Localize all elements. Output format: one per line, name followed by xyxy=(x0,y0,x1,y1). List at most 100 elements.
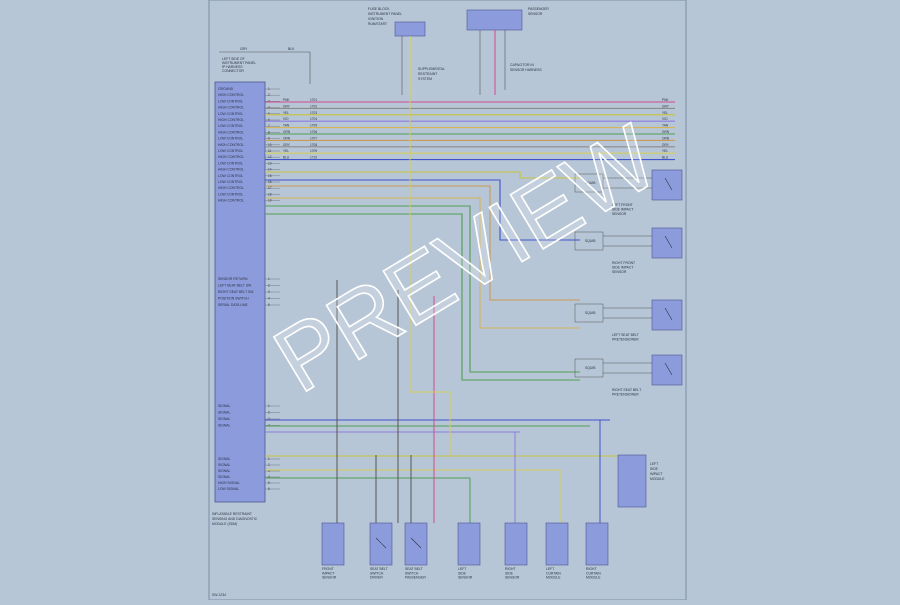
squib-symbol xyxy=(664,362,673,376)
bottom-component-label: SIDE xyxy=(505,571,514,575)
wire-color-label: GRN xyxy=(283,130,291,134)
sdm-pin-label: HIGH CONTROL xyxy=(218,155,244,159)
sdm-pin-label: HIGH CONTROL xyxy=(218,130,244,134)
big-right-label-2: SIDE xyxy=(650,467,659,471)
wire-color-label: GRY xyxy=(283,143,291,147)
squib-symbol xyxy=(664,235,673,249)
note-left-wire-2: BLK xyxy=(288,47,295,51)
sdm-pin-label: HIGH CONTROL xyxy=(218,93,244,97)
sdm-module-body xyxy=(214,81,266,503)
bottom-component-box xyxy=(585,522,609,566)
note-mid-3: SYSTEM xyxy=(418,77,432,81)
bottom-component-label: SWITCH xyxy=(405,571,419,575)
sdm-caption-line-1: INFLATABLE RESTRAINT xyxy=(212,512,252,516)
bottom-component-label: CURTAIN xyxy=(546,571,561,575)
note-center-b-1: IGNITION xyxy=(368,17,384,21)
wire-color-label-right: GRY xyxy=(662,104,670,108)
sdm-pin-label: HIGH CONTROL xyxy=(218,168,244,172)
note-right-a-1: PASSENGER xyxy=(528,7,549,11)
big-right-label-1: LEFT xyxy=(650,462,658,466)
bottom-component-box xyxy=(457,522,481,566)
squib-connector xyxy=(574,303,604,323)
wire-color-label-right: YEL xyxy=(662,149,668,153)
bottom-component-label: SENSOR xyxy=(505,576,520,580)
squib-connector xyxy=(574,358,604,378)
sdm-pin-label: LOW CONTROL xyxy=(218,124,243,128)
sdm-pin-label: SIGNAL xyxy=(218,457,231,461)
squib-connector xyxy=(574,173,604,193)
bottom-component-label: PASSENGER xyxy=(405,576,426,580)
wire-color-label: TAN xyxy=(283,124,290,128)
sdm-caption-line-3: MODULE (SDM) xyxy=(212,522,237,526)
big-right-label-4: MODULE xyxy=(650,477,665,481)
wire-number-label: 1707 xyxy=(310,136,317,140)
bottom-component-label: CURTAIN xyxy=(586,571,601,575)
wire-color-label: PNK xyxy=(283,98,290,102)
sdm-pin-label: LEFT SEAT BELT SW xyxy=(218,284,252,288)
wire-number-label: 1708 xyxy=(310,143,317,147)
wire-color-label: VIO xyxy=(283,117,289,121)
wire-color-label-right: BLU xyxy=(662,156,669,160)
wire-color-label-right: TAN xyxy=(662,124,669,128)
wire-color-label: ORN xyxy=(283,136,291,140)
wire-color-label-right: VIO xyxy=(662,117,668,121)
bottom-component-box xyxy=(404,522,428,566)
note-right-b-1: CAPACITOR IN xyxy=(510,63,534,67)
sdm-pin-label: SIGNAL xyxy=(218,424,231,428)
sdm-pin-label: HIGH CONTROL xyxy=(218,199,244,203)
bottom-component-label: SIDE xyxy=(458,571,467,575)
bottom-component-label: FRONT xyxy=(322,567,334,571)
squib-label: SQUIB xyxy=(585,239,596,243)
note-center-a-2: INSTRUMENT PANEL xyxy=(368,12,402,16)
bottom-component-box xyxy=(369,522,393,566)
sdm-pin-label: LOW SIGNAL xyxy=(218,487,239,491)
fuse-feed-wire xyxy=(409,95,451,455)
sdm-pin-label: HIGH CONTROL xyxy=(218,106,244,110)
preview-watermark: PREVIEW xyxy=(258,106,674,412)
sdm-pin-label: LOW CONTROL xyxy=(218,99,243,103)
sdm-pin-label: LOW CONTROL xyxy=(218,149,243,153)
right-component-box xyxy=(651,354,683,386)
sdm-pin-label: LOW CONTROL xyxy=(218,174,243,178)
wire-color-label-right: YEL xyxy=(662,111,668,115)
bottom-component-label: SENSOR xyxy=(322,576,337,580)
right-component-title: SENSOR xyxy=(612,212,627,216)
bottom-component-label: RIGHT xyxy=(586,567,597,571)
wire-color-label: YEL xyxy=(283,111,289,115)
switch-symbol xyxy=(410,537,422,549)
right-component-title: LEFT SEAT BELT xyxy=(612,333,639,337)
note-right-a-2: SENSOR xyxy=(528,12,543,16)
sdm-pin-label: HIGH CONTROL xyxy=(218,118,244,122)
sdm-pin-label: GROUND xyxy=(218,87,234,91)
wire-number-label: 1704 xyxy=(310,117,317,121)
fuse-block-box xyxy=(394,21,426,37)
passenger-sensor-box xyxy=(466,9,523,31)
bottom-component-box xyxy=(504,522,528,566)
bottom-component-label: SENSOR xyxy=(458,576,473,580)
wire-run xyxy=(265,179,580,241)
sdm-pin-label: LOW CONTROL xyxy=(218,112,243,116)
right-component-title: SIDE IMPACT xyxy=(612,208,633,212)
note-left-a-2: INSTRUMENT PANEL xyxy=(222,61,256,65)
wire-run xyxy=(265,171,580,179)
note-mid-1: SUPPLEMENTAL xyxy=(418,67,445,71)
right-component-title: SIDE IMPACT xyxy=(612,266,633,270)
sdm-pin-label: HIGH SIGNAL xyxy=(218,481,240,485)
right-component-title: PRETENSIONER xyxy=(612,338,639,342)
wire-number-label: 1709 xyxy=(310,149,317,153)
sdm-pin-label: HIGH CONTROL xyxy=(218,143,244,147)
bottom-component-label: SWITCH xyxy=(370,571,384,575)
note-left-b-2: CONNECTOR xyxy=(222,69,244,73)
bottom-component-label: SEAT BELT xyxy=(405,567,423,571)
wire-run xyxy=(265,213,580,381)
wire-color-label: BLU xyxy=(283,156,290,160)
bottom-component-label: IMPACT xyxy=(322,571,335,575)
sdm-pin-label: RIGHT SEAT BELT SW xyxy=(218,290,254,294)
bottom-component-label: DRIVER xyxy=(370,576,383,580)
squib-label: SQUIB xyxy=(585,311,596,315)
squib-symbol xyxy=(664,307,673,321)
bottom-component-box xyxy=(321,522,345,566)
